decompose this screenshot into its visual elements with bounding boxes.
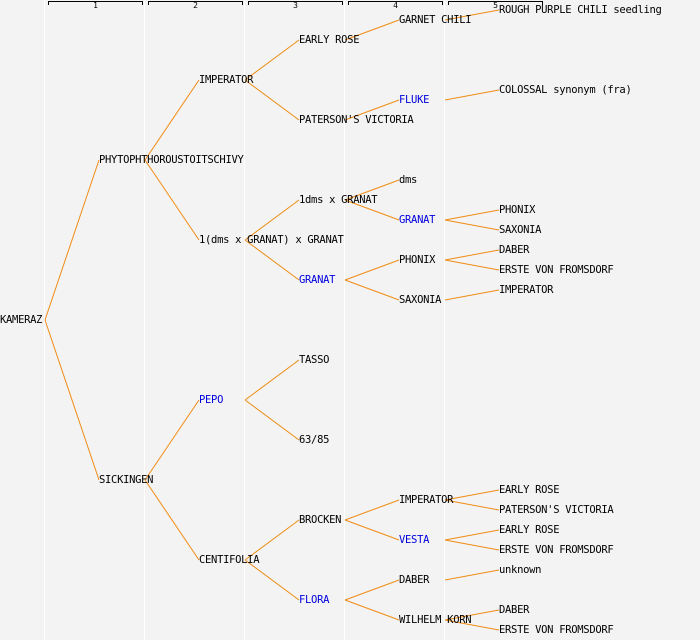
pedigree-node[interactable]: PHONIX	[399, 254, 436, 266]
pedigree-node[interactable]: ERSTE VON FROMSDORF	[499, 624, 614, 636]
pedigree-edge	[344, 259, 400, 281]
pedigree-node[interactable]: 1dms x GRANAT	[299, 194, 378, 206]
pedigree-edge	[344, 199, 400, 221]
pedigree-node[interactable]: FLUKE	[399, 94, 430, 106]
pedigree-edge	[444, 249, 500, 261]
generation-label: 5	[493, 1, 498, 10]
pedigree-node[interactable]: unknown	[499, 564, 542, 576]
pedigree-edge	[444, 529, 500, 541]
pedigree-node[interactable]: BROCKEN	[299, 514, 342, 526]
column-separator	[144, 0, 145, 640]
pedigree-node[interactable]: IMPERATOR	[499, 284, 554, 296]
pedigree-node[interactable]: PHONIX	[499, 204, 536, 216]
generation-bracket	[448, 1, 543, 5]
pedigree-node[interactable]: ERSTE VON FROMSDORF	[499, 544, 614, 556]
pedigree-node[interactable]: ERSTE VON FROMSDORF	[499, 264, 614, 276]
pedigree-node[interactable]: IMPERATOR	[399, 494, 454, 506]
pedigree-edge	[244, 239, 300, 281]
pedigree-node[interactable]: PEPO	[199, 394, 224, 406]
pedigree-edge	[244, 39, 300, 81]
pedigree-edge	[344, 579, 400, 601]
pedigree-edge	[344, 279, 400, 301]
generation-bracket	[148, 1, 243, 5]
pedigree-edge	[444, 539, 500, 551]
pedigree-node[interactable]: COLOSSAL synonym (fra)	[499, 84, 632, 96]
pedigree-edge	[144, 479, 200, 561]
pedigree-node[interactable]: DABER	[399, 574, 430, 586]
pedigree-node[interactable]: GRANAT	[299, 274, 336, 286]
pedigree-edge	[244, 359, 300, 401]
pedigree-edge	[444, 619, 500, 631]
pedigree-node[interactable]: dms	[399, 174, 418, 186]
column-separator	[44, 0, 45, 640]
pedigree-edge	[244, 399, 300, 441]
pedigree-edge	[144, 159, 200, 241]
column-separator	[344, 0, 345, 640]
pedigree-edge	[344, 599, 400, 621]
pedigree-node[interactable]: VESTA	[399, 534, 430, 546]
pedigree-edge	[344, 519, 400, 541]
pedigree-edge	[244, 519, 300, 561]
pedigree-edge	[444, 499, 500, 511]
pedigree-node[interactable]: PATERSON'S VICTORIA	[499, 504, 614, 516]
pedigree-edge	[344, 499, 400, 521]
pedigree-edge	[444, 9, 500, 21]
pedigree-edge	[444, 569, 500, 581]
generation-label: 3	[293, 1, 298, 10]
pedigree-edge	[344, 99, 400, 121]
pedigree-edge	[444, 219, 500, 231]
pedigree-node[interactable]: EARLY ROSE	[499, 524, 560, 536]
generation-bracket	[48, 1, 143, 5]
pedigree-node[interactable]: WILHELM KORN	[399, 614, 472, 626]
generation-label: 4	[393, 1, 398, 10]
pedigree-edge	[444, 609, 500, 621]
pedigree-node[interactable]: IMPERATOR	[199, 74, 254, 86]
pedigree-node[interactable]: SICKINGEN	[99, 474, 154, 486]
column-separator	[244, 0, 245, 640]
pedigree-edge	[444, 89, 500, 101]
generation-label: 2	[193, 1, 198, 10]
pedigree-node[interactable]: SAXONIA	[499, 224, 542, 236]
pedigree-edge	[44, 319, 100, 481]
generation-label: 1	[93, 1, 98, 10]
pedigree-node[interactable]: 63/85	[299, 434, 330, 446]
pedigree-node[interactable]: ROUGH PURPLE CHILI seedling	[499, 4, 662, 16]
pedigree-edge	[444, 489, 500, 501]
pedigree-edge	[244, 559, 300, 601]
pedigree-node[interactable]: FLORA	[299, 594, 330, 606]
pedigree-node[interactable]: EARLY ROSE	[499, 484, 560, 496]
pedigree-edge	[344, 19, 400, 41]
pedigree-edge	[144, 79, 200, 161]
pedigree-node[interactable]: CENTIFOLIA	[199, 554, 260, 566]
pedigree-edge	[444, 209, 500, 221]
pedigree-node[interactable]: TASSO	[299, 354, 330, 366]
generation-bracket	[348, 1, 443, 5]
pedigree-edge	[344, 179, 400, 201]
pedigree-node[interactable]: KAMERAZ	[0, 314, 43, 326]
pedigree-node[interactable]: GARNET CHILI	[399, 14, 472, 26]
column-separator	[444, 0, 445, 640]
pedigree-edge	[444, 289, 500, 301]
generation-bracket	[248, 1, 343, 5]
pedigree-node[interactable]: EARLY ROSE	[299, 34, 360, 46]
pedigree-edge	[144, 399, 200, 481]
pedigree-edge	[244, 79, 300, 121]
pedigree-edge	[44, 159, 100, 321]
pedigree-node[interactable]: 1(dms x GRANAT) x GRANAT	[199, 234, 344, 246]
pedigree-edge	[444, 259, 500, 271]
pedigree-node[interactable]: DABER	[499, 244, 530, 256]
pedigree-node[interactable]: PATERSON'S VICTORIA	[299, 114, 414, 126]
pedigree-node[interactable]: DABER	[499, 604, 530, 616]
pedigree-node[interactable]: PHYTOPHTHOROUSTOITSCHIVY	[99, 154, 244, 166]
pedigree-node[interactable]: SAXONIA	[399, 294, 442, 306]
pedigree-node[interactable]: GRANAT	[399, 214, 436, 226]
pedigree-edge	[244, 199, 300, 241]
